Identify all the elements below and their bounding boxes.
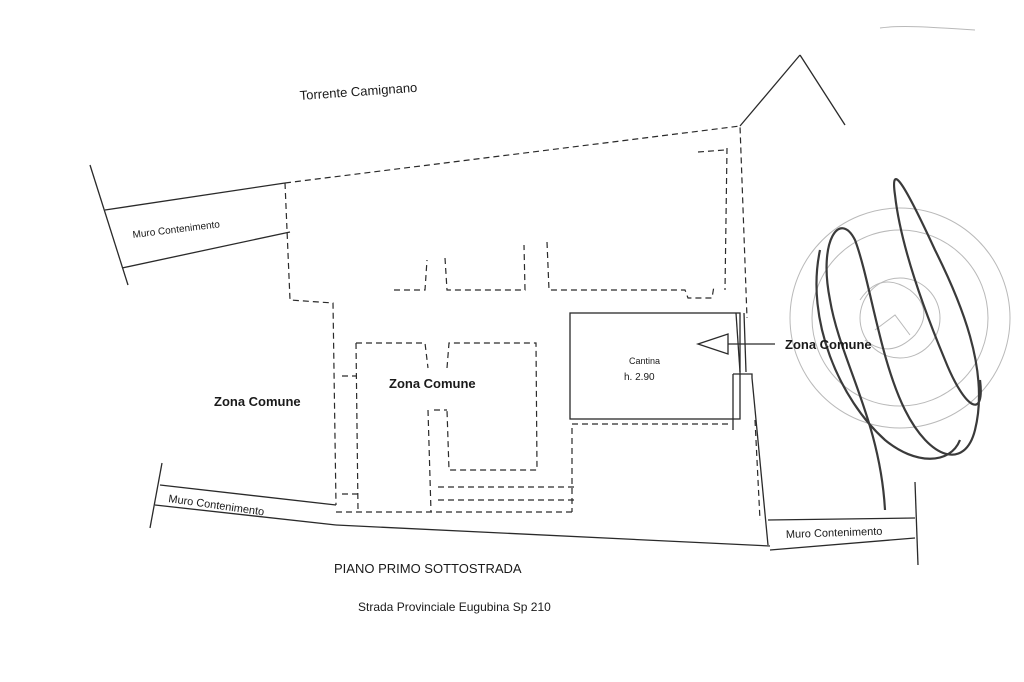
corner-wall-top-right	[739, 54, 846, 127]
cellar-height-label: h. 2.90	[624, 372, 655, 383]
official-stamp	[789, 207, 1011, 429]
retaining-wall-lower-left	[149, 462, 337, 529]
river-label: Torrente Camignano	[299, 80, 418, 103]
wall-label-lower-right: Muro Contenimento	[786, 526, 883, 541]
common-area-label-center: Zona Comune	[389, 376, 476, 391]
entry-arrow	[695, 333, 775, 355]
cellar-entry-wall	[732, 312, 769, 546]
signature	[815, 178, 982, 511]
cellar-room	[569, 312, 741, 420]
property-outline	[284, 125, 748, 513]
common-area-label-left: Zona Comune	[214, 394, 301, 409]
wall-label-upper-left: Muro Contenimento	[132, 219, 221, 241]
cellar-name-label: Cantina	[629, 356, 660, 366]
road-edge	[335, 524, 771, 547]
common-area-label-right: Zona Comune	[785, 337, 872, 352]
retaining-wall-lower-right	[767, 481, 919, 566]
margin-mark	[879, 26, 976, 31]
floor-title: PIANO PRIMO SOTTOSTRADA	[334, 561, 522, 576]
wall-label-lower-left: Muro Contenimento	[168, 493, 265, 518]
road-label: Strada Provinciale Eugubina Sp 210	[358, 600, 551, 614]
retaining-wall-upper-left	[89, 164, 291, 286]
interior-partitions	[342, 241, 729, 513]
